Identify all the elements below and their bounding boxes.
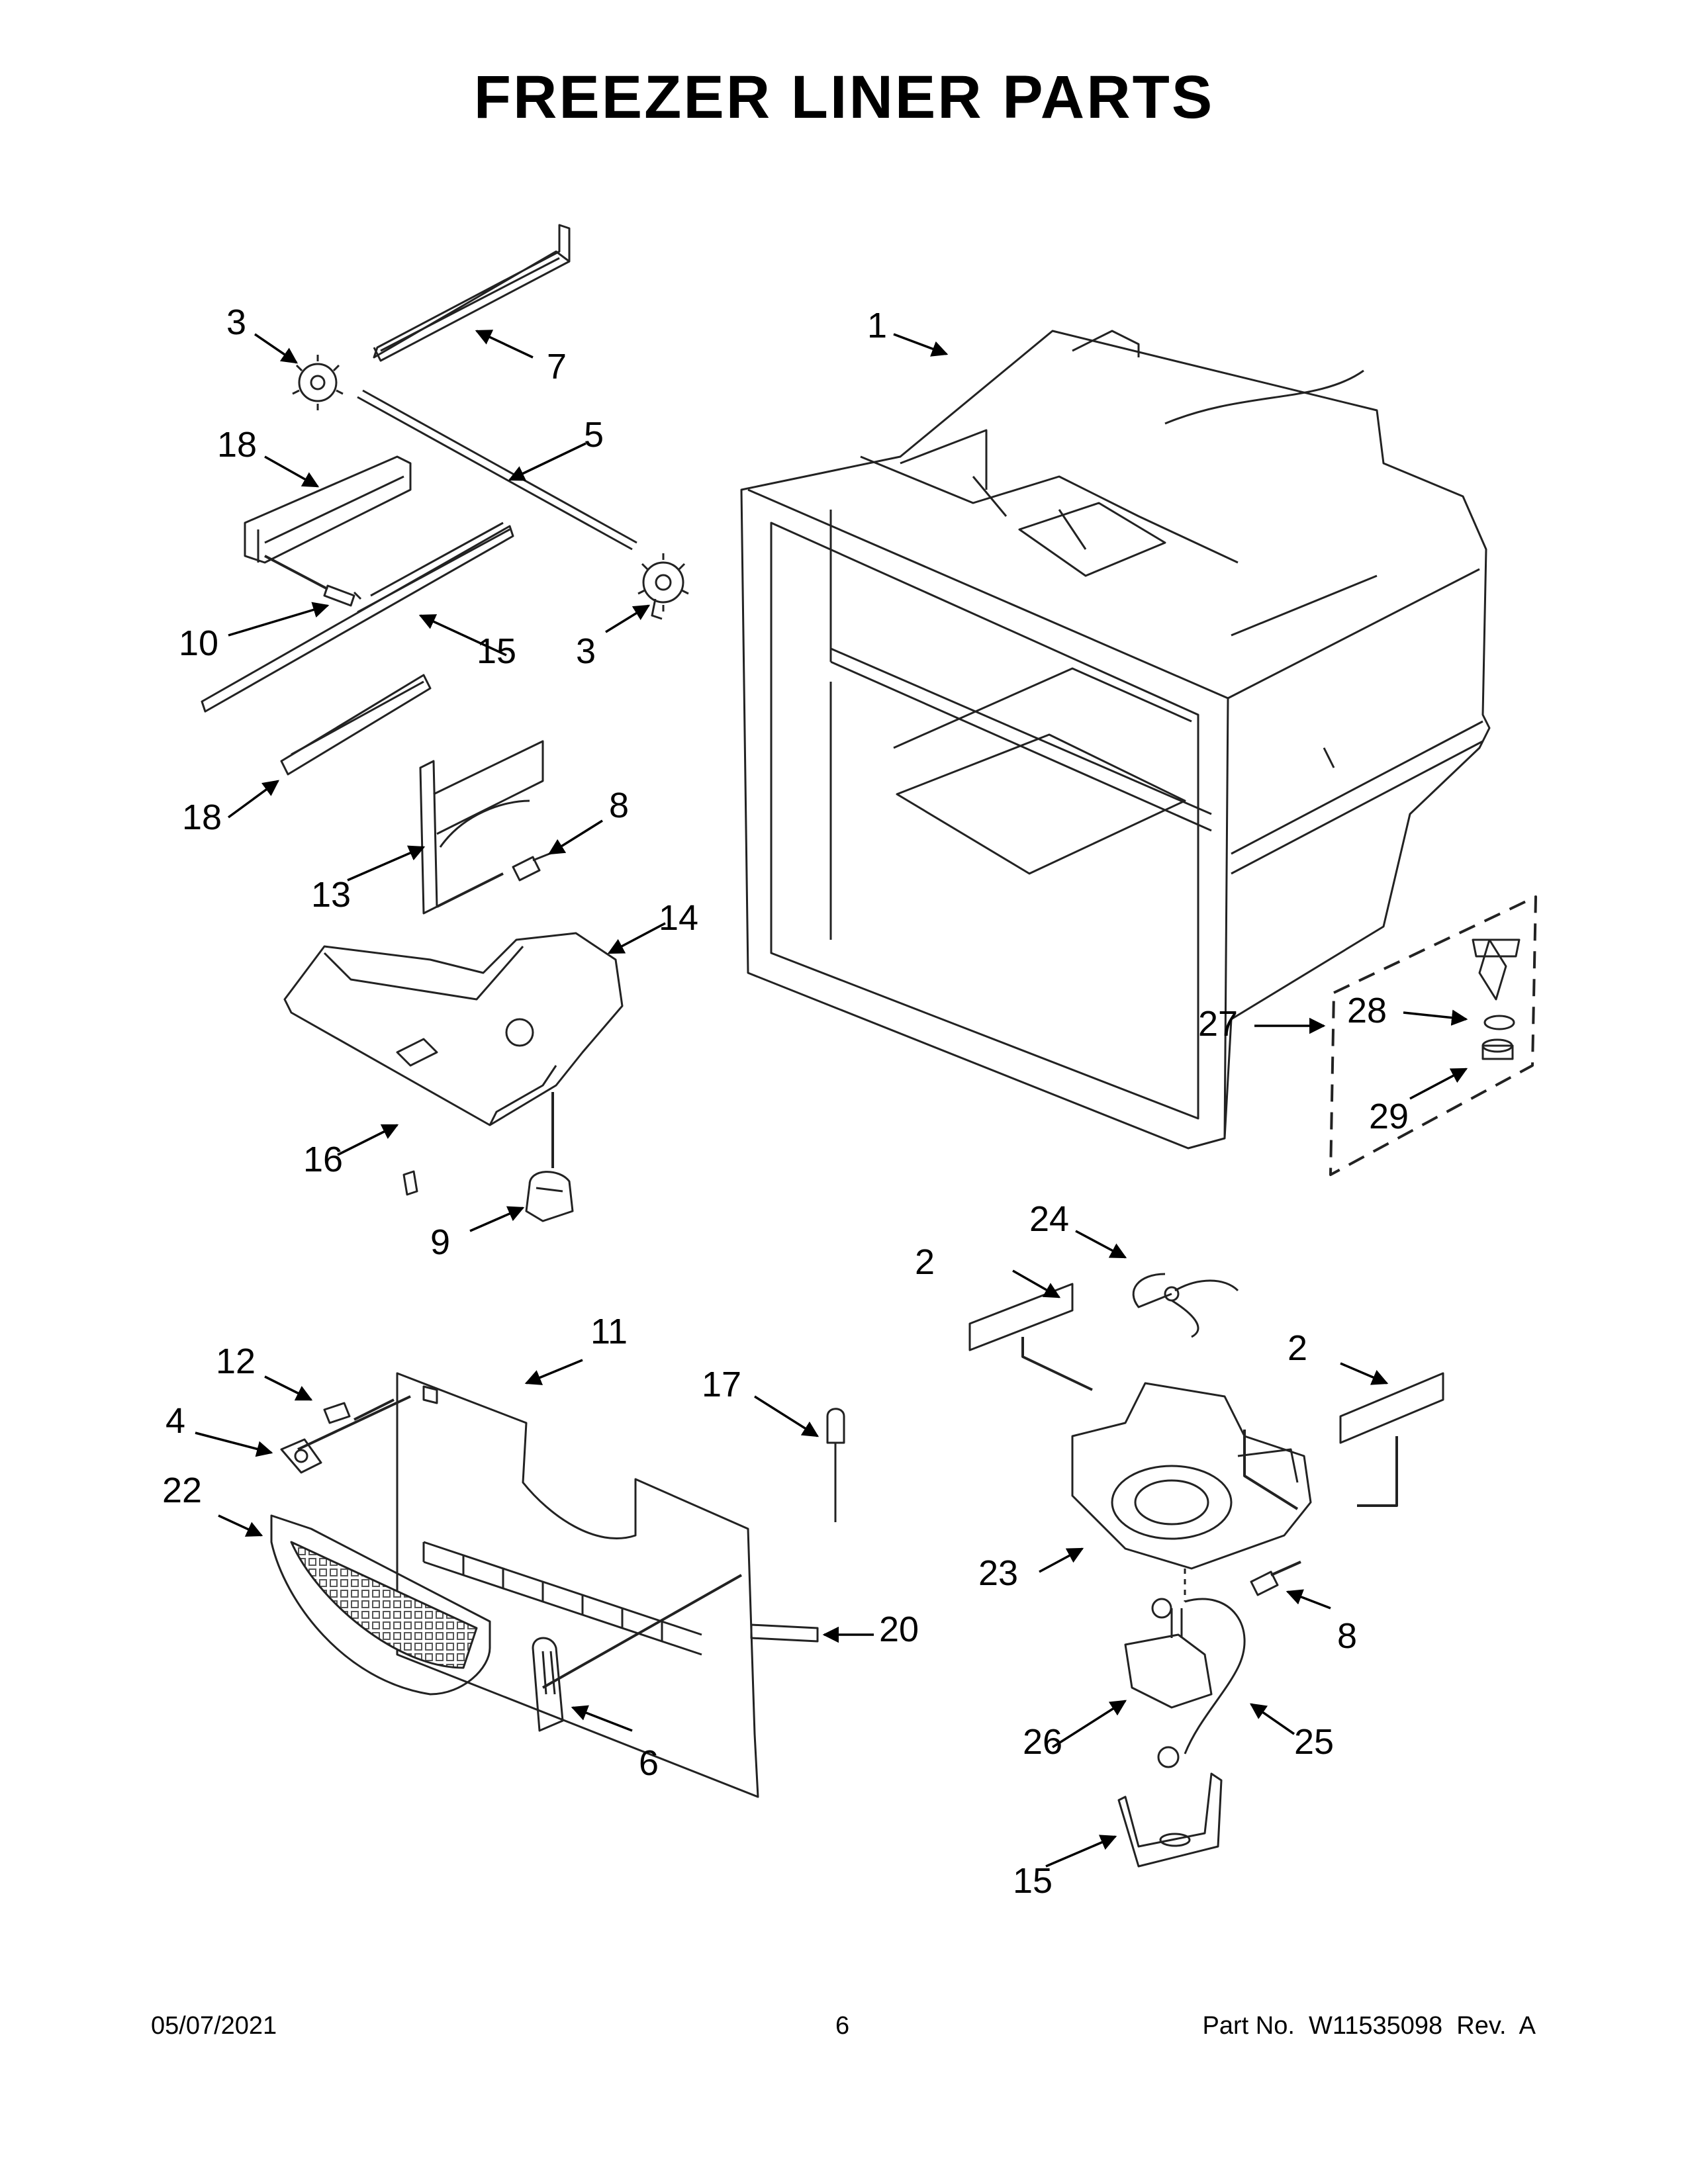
callout-27: 27 <box>1198 1004 1238 1044</box>
callout-22: 22 <box>162 1471 202 1510</box>
panel-part-11 <box>297 1372 759 1798</box>
sensor-part-17 <box>826 1408 845 1522</box>
callout-25: 25 <box>1294 1722 1334 1762</box>
pad-part-2-left <box>968 1283 1093 1391</box>
rev-value: A <box>1519 2012 1536 2040</box>
grille-part-22 <box>270 1514 491 1696</box>
bracket-part-15 <box>1117 1772 1223 1868</box>
bracket-part-6 <box>532 1574 742 1732</box>
rev-label: Rev. <box>1456 2012 1507 2040</box>
screw-part-10 <box>264 555 362 607</box>
callout-26: 26 <box>1023 1722 1062 1762</box>
part-label: Part No. <box>1202 2012 1295 2040</box>
callout-20: 20 <box>879 1610 919 1649</box>
callout-7: 7 <box>547 347 567 387</box>
callout-16: 16 <box>303 1140 343 1179</box>
strip-part-20 <box>750 1623 819 1643</box>
callout-24: 24 <box>1029 1199 1069 1239</box>
callout-23: 23 <box>978 1553 1018 1593</box>
gear-part-3-bottom <box>637 553 689 620</box>
bracket-part-21 <box>244 455 412 564</box>
housing-part-14 <box>283 932 624 1126</box>
callout-2-right: 2 <box>1288 1328 1307 1368</box>
callout-6: 6 <box>639 1743 659 1783</box>
callout-1: 1 <box>867 306 887 345</box>
footer-part-number: Part No. W11535098 Rev. A <box>1203 2012 1536 2040</box>
footer-page-number: 6 <box>835 2012 850 2040</box>
callout-11: 11 <box>590 1312 628 1351</box>
screw-part-12 <box>323 1402 351 1424</box>
callout-19: 15 <box>477 631 516 671</box>
damper-part-9 <box>525 1092 574 1222</box>
fan-blade-part-24 <box>1132 1273 1239 1338</box>
page-title: FREEZER LINER PARTS <box>473 64 1215 131</box>
callout-8-top: 8 <box>609 786 629 825</box>
freezer-liner-part-1 <box>740 330 1491 1150</box>
gear-part-3-top <box>292 355 344 410</box>
callout-21: 18 <box>217 425 257 465</box>
pad-part-2-right <box>1339 1372 1444 1507</box>
channel-part-7 <box>373 224 571 362</box>
callout-15: 15 <box>1013 1861 1053 1901</box>
callout-2-left: 2 <box>915 1242 935 1282</box>
callout-18: 18 <box>182 797 222 837</box>
callout-8-bottom: 8 <box>1337 1616 1357 1656</box>
callout-10: 10 <box>179 623 218 663</box>
callout-28: 28 <box>1347 991 1387 1030</box>
callout-17: 17 <box>702 1365 741 1404</box>
kit-part-27 <box>1329 895 1537 1176</box>
motor-part-26 <box>1124 1598 1246 1768</box>
footer-date: 05/07/2021 <box>151 2012 277 2040</box>
callout-9: 9 <box>430 1222 450 1262</box>
callout-5: 5 <box>584 415 604 455</box>
component-part-4 <box>280 1438 322 1474</box>
callout-13: 13 <box>311 875 351 915</box>
screw-part-8-top <box>512 852 550 882</box>
callout-14: 14 <box>659 898 698 938</box>
screw-part-8-bottom <box>1250 1561 1301 1596</box>
callout-3-bottom: 3 <box>576 631 596 671</box>
callout-3-top: 3 <box>226 302 246 342</box>
slide-rail-part-19 <box>201 522 514 713</box>
callout-12: 12 <box>216 1342 256 1381</box>
shroud-part-23 <box>1071 1382 1312 1602</box>
callout-4: 4 <box>165 1401 185 1441</box>
clip-part-16 <box>402 1170 418 1196</box>
part-number: W11535098 <box>1309 2012 1443 2040</box>
callout-29: 29 <box>1369 1097 1409 1136</box>
rail-part-18 <box>280 674 432 776</box>
bracket-part-13 <box>419 740 544 915</box>
rod-part-5 <box>357 389 637 551</box>
